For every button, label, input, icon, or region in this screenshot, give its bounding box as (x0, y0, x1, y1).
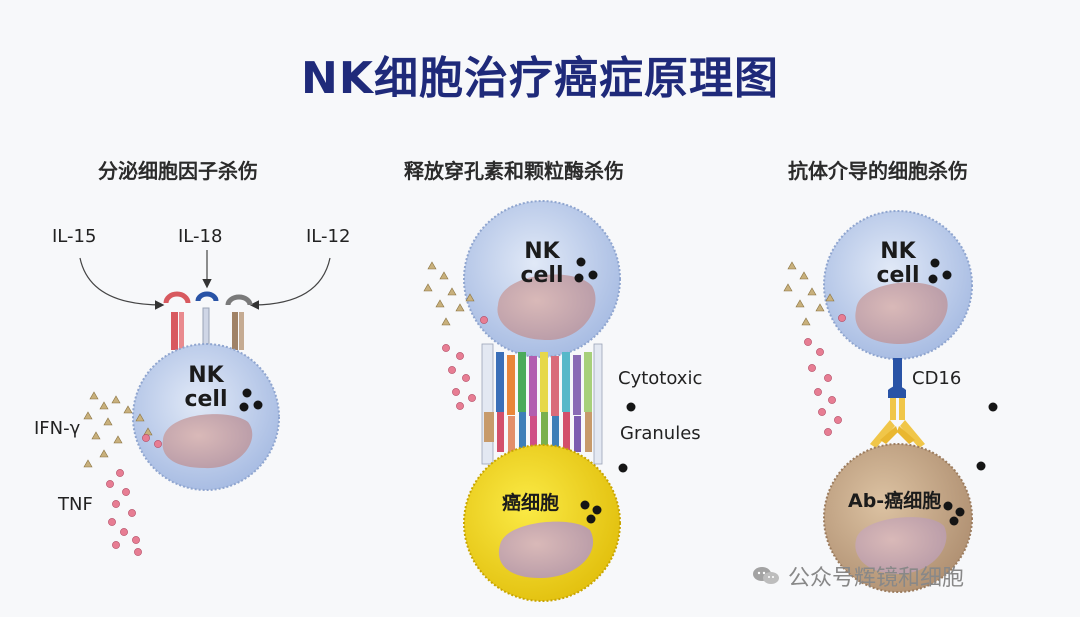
tnf-label: TNF (58, 494, 93, 515)
panel2-cell-label-bottom: cell (520, 263, 564, 288)
wechat-icon (752, 565, 780, 587)
cytokine-il18-label: IL-18 (178, 226, 223, 247)
granules-label: Granules (620, 423, 701, 444)
panel2-nk-cell (463, 200, 621, 358)
panel2-subtitle: 释放穿孔素和颗粒酶杀伤 (404, 159, 624, 183)
panel2-cytokine-particles (423, 261, 488, 410)
panel3-target-cell (823, 443, 973, 593)
panel2-cell-label-top: NK (524, 239, 560, 264)
panel3-cell-label: NK cell (868, 240, 928, 288)
panel3-cd16-antibody (870, 358, 925, 448)
panel3-nk-cell (823, 210, 973, 360)
panel1-tnf-particles (106, 434, 162, 556)
watermark: 公众号辉镜和细胞 (752, 560, 964, 592)
panel3-cytokine-particles (783, 261, 846, 436)
page-title: NK细胞治疗癌症原理图 (301, 53, 779, 104)
panel1-subtitle: 分泌细胞因子杀伤 (98, 159, 258, 183)
cytokine-il15-label: IL-15 (52, 226, 97, 247)
panel3-granules (976, 402, 998, 471)
panel1-cell-label-bottom: cell (184, 387, 228, 412)
panel2-cell-label: NK cell (512, 240, 572, 288)
panel2-target-label: 癌细胞 (502, 492, 560, 514)
panel1-ifn-particles (83, 391, 153, 468)
panel2-synapse-bars (481, 343, 603, 465)
watermark-text: 公众号辉镜和细胞 (788, 566, 965, 591)
ifn-gamma-label: IFN-γ (34, 418, 81, 439)
panel1-cell-label-top: NK (188, 363, 224, 388)
panel3-target-label: Ab-癌细胞 (848, 490, 942, 512)
panel1-nk-cell (132, 343, 280, 491)
cd16-label: CD16 (912, 368, 962, 389)
cytotoxic-label: Cytotoxic (618, 368, 703, 389)
panel1-receptors (163, 291, 253, 351)
panel1-cytokine-arrows (79, 250, 331, 310)
panel3-cell-label-top: NK (880, 239, 916, 264)
cytokine-il12-label: IL-12 (306, 226, 351, 247)
panel3-subtitle: 抗体介导的细胞杀伤 (788, 159, 968, 183)
panel2-target-cell (463, 444, 621, 602)
panel2-granules (618, 402, 636, 473)
panel3-cell-label-bottom: cell (876, 263, 920, 288)
panel1-cell-label: NK cell (176, 364, 236, 412)
